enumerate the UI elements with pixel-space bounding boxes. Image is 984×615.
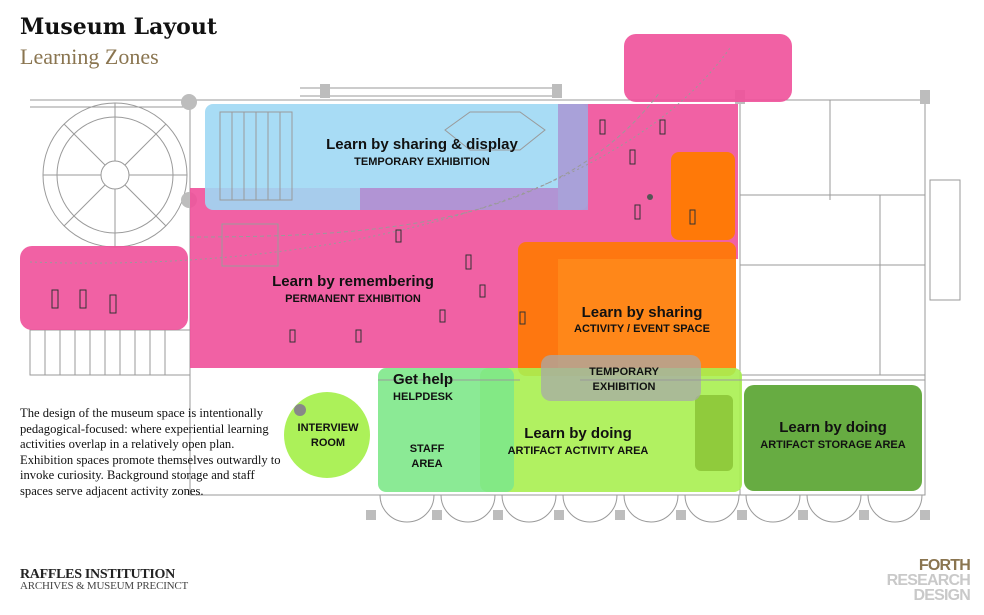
page-subtitle: Learning Zones [20,44,159,69]
zone-remembering-left-wing [20,246,188,330]
zone-doing-strip [695,395,733,471]
brand-logo: FORTH RESEARCH DESIGN [886,557,971,604]
org-name: RAFFLES INSTITUTION [20,567,175,582]
zones [20,34,922,492]
zone-interview-room [284,392,370,478]
label-doing-storage-sub: ARTIFACT STORAGE AREA [760,439,906,451]
org-subtitle: ARCHIVES & MUSEUM PRECINCT [20,580,189,592]
zone-doing-storage [744,385,922,491]
zone-overlap-purple-b [360,188,558,210]
zone-overlap-purple-a [558,104,588,210]
zone-staff-area [378,368,514,492]
label-staff-area-line2: AREA [411,458,442,470]
label-interview-line2: ROOM [311,437,345,449]
label-temp-exhibition-line1: TEMPORARY [589,366,660,378]
label-doing-activity-sub: ARTIFACT ACTIVITY AREA [508,445,649,457]
floor-plan-linework [29,84,961,523]
label-get-help-sub: HELPDESK [393,391,453,403]
description-text: The design of the museum space is intent… [20,406,281,498]
brand-line-2: RESEARCH [886,572,971,589]
brand-line-3: DESIGN [913,587,970,604]
label-remembering-title: Learn by remembering [272,273,434,290]
label-sharing-title: Learn by sharing [582,304,703,321]
label-doing-storage-title: Learn by doing [779,419,887,436]
label-temp-exhibition-line2: EXHIBITION [593,381,656,393]
zone-temporary-exhibition [541,355,701,401]
label-doing-activity-title: Learn by doing [524,425,632,442]
bottom-arches [366,494,930,523]
label-get-help-title: Get help [393,371,453,388]
label-sharing-display-title: Learn by sharing & display [326,136,518,153]
page-title: Museum Layout [20,14,218,40]
label-interview-line1: INTERVIEW [298,422,360,434]
zone-sharing-annex [671,152,735,240]
brand-line-1: FORTH [918,557,971,574]
spiral-staircase [42,102,188,248]
zone-remembering-top [624,34,792,102]
label-staff-area-line1: STAFF [410,443,445,455]
zone-labels: Learn by sharing & display TEMPORARY EXH… [272,136,906,470]
label-sharing-display-sub: TEMPORARY EXHIBITION [354,156,490,168]
label-remembering-sub: PERMANENT EXHIBITION [285,293,421,305]
lower-left-stair [29,329,191,376]
label-sharing-sub: ACTIVITY / EVENT SPACE [574,323,710,335]
zone-remembering-main [190,188,558,368]
zone-sharing-activity [518,242,736,376]
overlay-linework [29,47,925,416]
zone-sharing-display [205,104,588,210]
